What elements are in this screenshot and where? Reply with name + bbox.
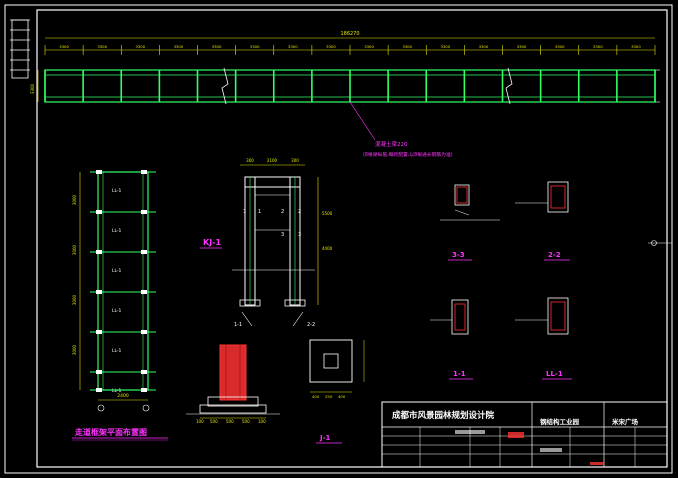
top-span-dim: 3300 bbox=[288, 44, 298, 49]
plan-row-label: LL-1 bbox=[112, 308, 122, 314]
corridor-frame-plan: LL-1LL-1LL-1LL-1LL-1LL-1 300030003000300… bbox=[72, 170, 168, 441]
plan-column bbox=[96, 210, 102, 214]
right-axis-marker bbox=[648, 240, 672, 246]
frame-mark-2: 2 bbox=[281, 209, 284, 215]
title-project: 成都市风景园林规划设计院 bbox=[392, 410, 495, 421]
frame-mark-5: 3 bbox=[298, 232, 301, 238]
plan-column bbox=[141, 290, 147, 294]
top-span-dim: 3300 bbox=[555, 44, 565, 49]
top-span-dim: 3300 bbox=[212, 44, 222, 49]
inner-border bbox=[36, 9, 668, 468]
footing-dim-2: 500 bbox=[226, 419, 234, 424]
top-span-dim: 3300 bbox=[440, 44, 450, 49]
frame-cut-0: 1-1 bbox=[234, 322, 242, 328]
plan-column bbox=[141, 370, 147, 374]
top-span-dim: 3300 bbox=[402, 44, 412, 49]
frame-dim-right-0: 5500 bbox=[322, 211, 333, 216]
plan-column bbox=[141, 250, 147, 254]
plan-left-dim: 3000 bbox=[72, 244, 77, 255]
plan-row-label: LL-1 bbox=[112, 268, 122, 274]
frame-dim-right-1: 4400 bbox=[322, 246, 333, 251]
frame-dim-top-1: 2100 bbox=[267, 158, 278, 163]
top-span-dim: 3300 bbox=[364, 44, 374, 49]
plan-row-label: LL-1 bbox=[112, 228, 122, 234]
plan-left-dim: 3000 bbox=[72, 344, 77, 355]
plan-column bbox=[96, 170, 102, 174]
plan-left-dim: 3000 bbox=[72, 294, 77, 305]
plan-bottom-dim: 2400 bbox=[117, 393, 129, 399]
fplan-dim-1: 250 bbox=[325, 394, 333, 399]
top-span-dim: 3300 bbox=[479, 44, 489, 49]
plan-column bbox=[141, 388, 147, 392]
frame-label: KJ-1 bbox=[203, 238, 221, 247]
top-span-dim: 3300 bbox=[593, 44, 603, 49]
footing-dim-3: 500 bbox=[242, 419, 250, 424]
fplan-dim-0: 400 bbox=[312, 394, 320, 399]
section-label-3: LL-1 bbox=[546, 370, 563, 378]
section-label-1: 2-2 bbox=[548, 251, 561, 259]
top-overall-dim: 186270 bbox=[340, 31, 359, 37]
plan-column bbox=[96, 330, 102, 334]
top-span-dim: 3300 bbox=[174, 44, 184, 49]
frame-mark-4: 3 bbox=[281, 232, 284, 238]
frame-dim-top-2: 300 bbox=[291, 158, 299, 163]
footing-dim-1: 500 bbox=[210, 419, 218, 424]
title-drawing-name: 米宋广场 bbox=[612, 417, 639, 426]
frame-mark-0: 1 bbox=[243, 209, 246, 215]
kj1-portal-frame: KJ-1 300 2100 300 5500 4400 1 1 2 2 3 3 … bbox=[200, 158, 333, 328]
top-frame-elevation: 186270 3300 3300 3300 3300 3300 3300 3300 3300 3… bbox=[30, 31, 660, 105]
top-span-dim: 3300 bbox=[326, 44, 336, 49]
frame-mark-1: 1 bbox=[258, 209, 261, 215]
section-label-2: 1-1 bbox=[453, 370, 466, 378]
top-span-dim: 3300 bbox=[59, 44, 69, 49]
top-span-dim: 3300 bbox=[631, 44, 641, 49]
plan-title: 走道框架平面布置图 bbox=[74, 427, 147, 437]
plan-column bbox=[141, 330, 147, 334]
plan-column bbox=[96, 370, 102, 374]
foundation-plan: 400 250 400 J-1 bbox=[309, 339, 365, 444]
title-block: 成都市风景园林规划设计院 钢结构工业园 米宋广场 bbox=[381, 401, 668, 468]
foundation-plan-label: J-1 bbox=[319, 434, 331, 442]
title-unit: 钢结构工业园 bbox=[540, 417, 580, 426]
fplan-dim-2: 400 bbox=[338, 394, 346, 399]
ridge-note-line1: 混凝土梁220 bbox=[375, 140, 408, 148]
binding-strip bbox=[10, 19, 30, 79]
plan-row-label: LL-1 bbox=[112, 348, 122, 354]
outer-border bbox=[4, 4, 673, 474]
ridge-note: 混凝土梁220 (8根梁纵筋,每跨配置,以8根通长钢筋为准) bbox=[349, 101, 453, 158]
plan-row-label: LL-1 bbox=[112, 388, 122, 394]
top-span-dim: 3300 bbox=[97, 44, 107, 49]
plan-column bbox=[141, 170, 147, 174]
ridge-note-line2: (8根梁纵筋,每跨配置,以8根通长钢筋为准) bbox=[363, 151, 453, 158]
frame-dim-top-0: 300 bbox=[246, 158, 254, 163]
footing-dim-4: 100 bbox=[258, 419, 266, 424]
frame-cut-1: 2-2 bbox=[307, 322, 315, 328]
footing-elevation: 100 500 500 500 100 bbox=[186, 344, 280, 424]
plan-left-dim: 3000 bbox=[72, 194, 77, 205]
plan-column bbox=[141, 210, 147, 214]
frame-mark-3: 2 bbox=[298, 209, 301, 215]
top-span-dim: 3300 bbox=[517, 44, 527, 49]
plan-column bbox=[96, 388, 102, 392]
top-left-dim: 3300 bbox=[30, 83, 35, 94]
section-label-0: 3-3 bbox=[452, 251, 465, 259]
footing-dim-0: 100 bbox=[196, 419, 204, 424]
top-span-dim: 3300 bbox=[250, 44, 260, 49]
plan-row-label: LL-1 bbox=[112, 188, 122, 194]
top-span-dim: 3300 bbox=[135, 44, 145, 49]
plan-column bbox=[96, 250, 102, 254]
plan-column bbox=[96, 290, 102, 294]
section-details: 3-3 2-2 1-1 LL-1 bbox=[430, 181, 572, 380]
